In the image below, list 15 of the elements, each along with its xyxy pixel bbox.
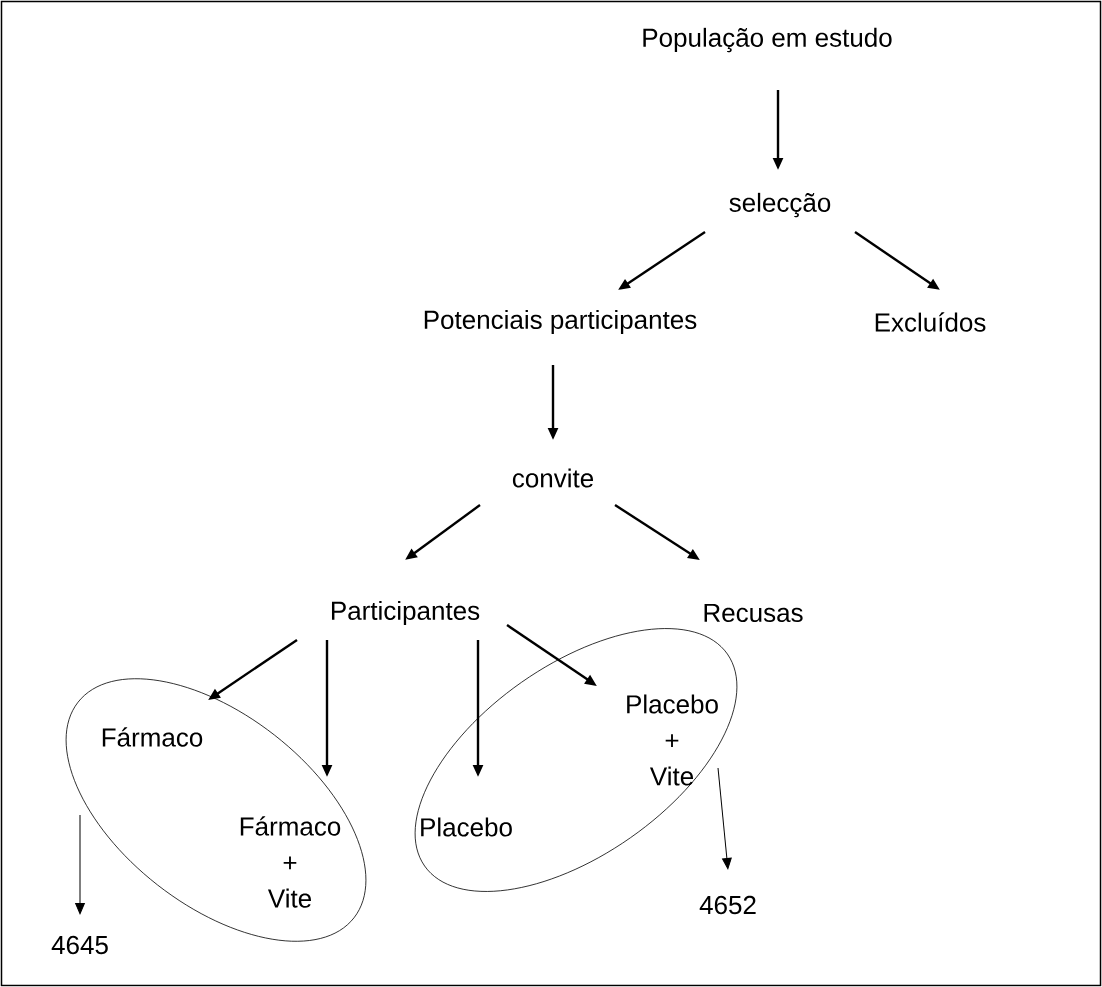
node-label: convite: [512, 468, 594, 488]
node-label: Potenciais participantes: [424, 309, 697, 335]
node-label: Excluídos: [875, 312, 986, 332]
node-label: População em estudo: [643, 27, 892, 53]
node-label: Fármaco + Vite: [240, 816, 341, 908]
node-label: 4645: [51, 935, 108, 955]
node-label: selecção: [729, 192, 831, 218]
node-label: Placebo: [421, 817, 512, 837]
arrow: [717, 767, 732, 870]
node-label: Placebo + Vite: [627, 694, 718, 786]
node-label: Recusas: [704, 603, 803, 623]
node-label: Fármaco: [102, 727, 203, 747]
node-label: Participantes: [332, 600, 480, 626]
arrow: [75, 814, 85, 915]
node-label: 4652: [699, 895, 756, 915]
